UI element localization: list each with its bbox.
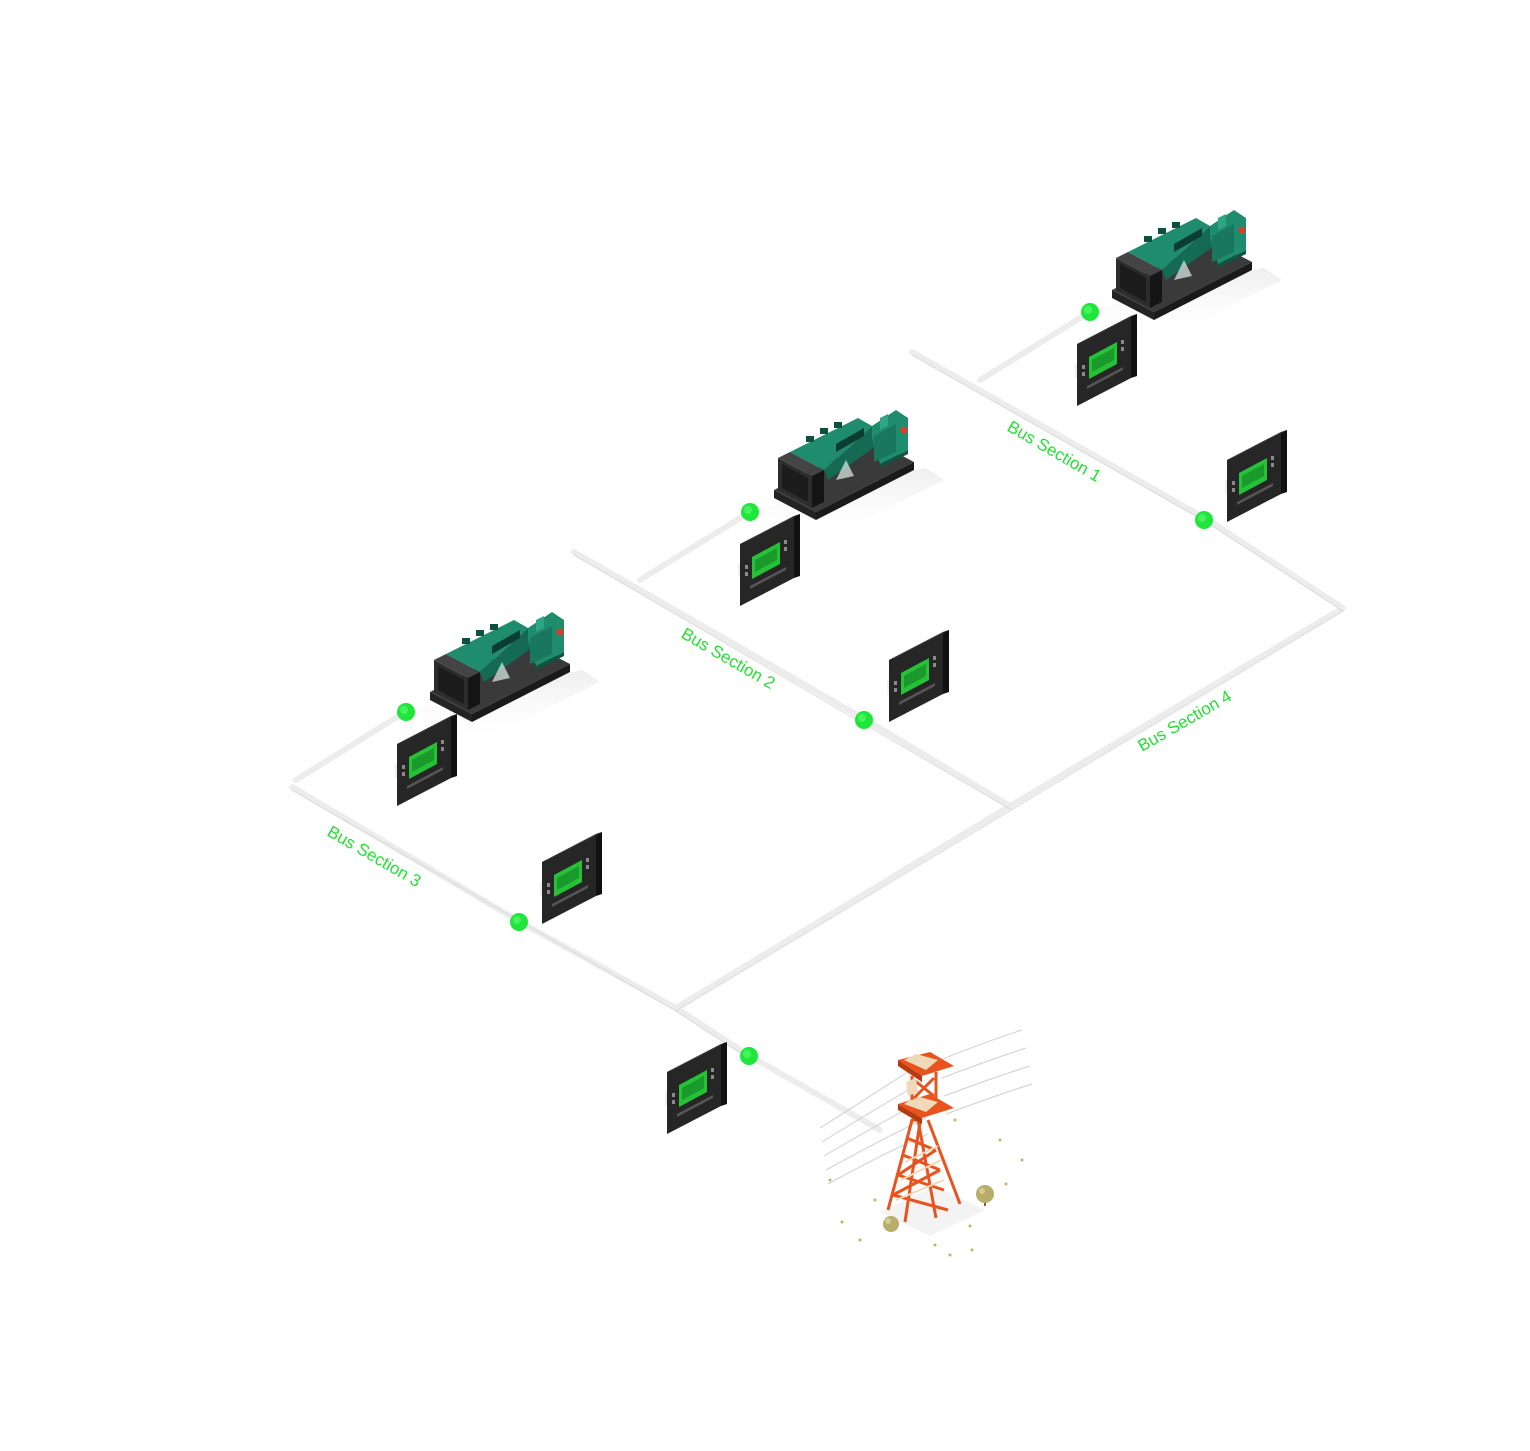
controller-icon (738, 514, 800, 606)
breaker-node-bus-tie-1[interactable] (1195, 511, 1213, 529)
breaker-node-mains[interactable] (740, 1047, 758, 1065)
controller-icon (887, 630, 949, 722)
transmission-tower-icon (819, 1029, 1033, 1257)
gen-controller-2[interactable] (738, 514, 800, 606)
breaker-node-bus-tie-2[interactable] (855, 711, 873, 729)
bus-tie-controller-1[interactable] (1225, 430, 1287, 522)
gen-controller-3[interactable] (395, 714, 457, 806)
bus-network (289, 309, 1346, 1133)
tree-icon (883, 1216, 899, 1232)
bus-tie-controller-3[interactable] (540, 832, 602, 924)
mains-controller[interactable] (665, 1042, 727, 1134)
mains-supply[interactable] (819, 1029, 1033, 1257)
breaker-node-gen-2[interactable] (741, 503, 759, 521)
controller-icon (540, 832, 602, 924)
controller-icon (1225, 430, 1287, 522)
controller-icon (1075, 314, 1137, 406)
breaker-node-gen-3[interactable] (397, 703, 415, 721)
bus-tie-controller-2[interactable] (887, 630, 949, 722)
breaker-node-gen-1[interactable] (1081, 303, 1099, 321)
tree-icon (976, 1185, 994, 1206)
controller-icon (665, 1042, 727, 1134)
breaker-node-bus-tie-3[interactable] (510, 913, 528, 931)
gen-controller-1[interactable] (1075, 314, 1137, 406)
controller-icon (395, 714, 457, 806)
